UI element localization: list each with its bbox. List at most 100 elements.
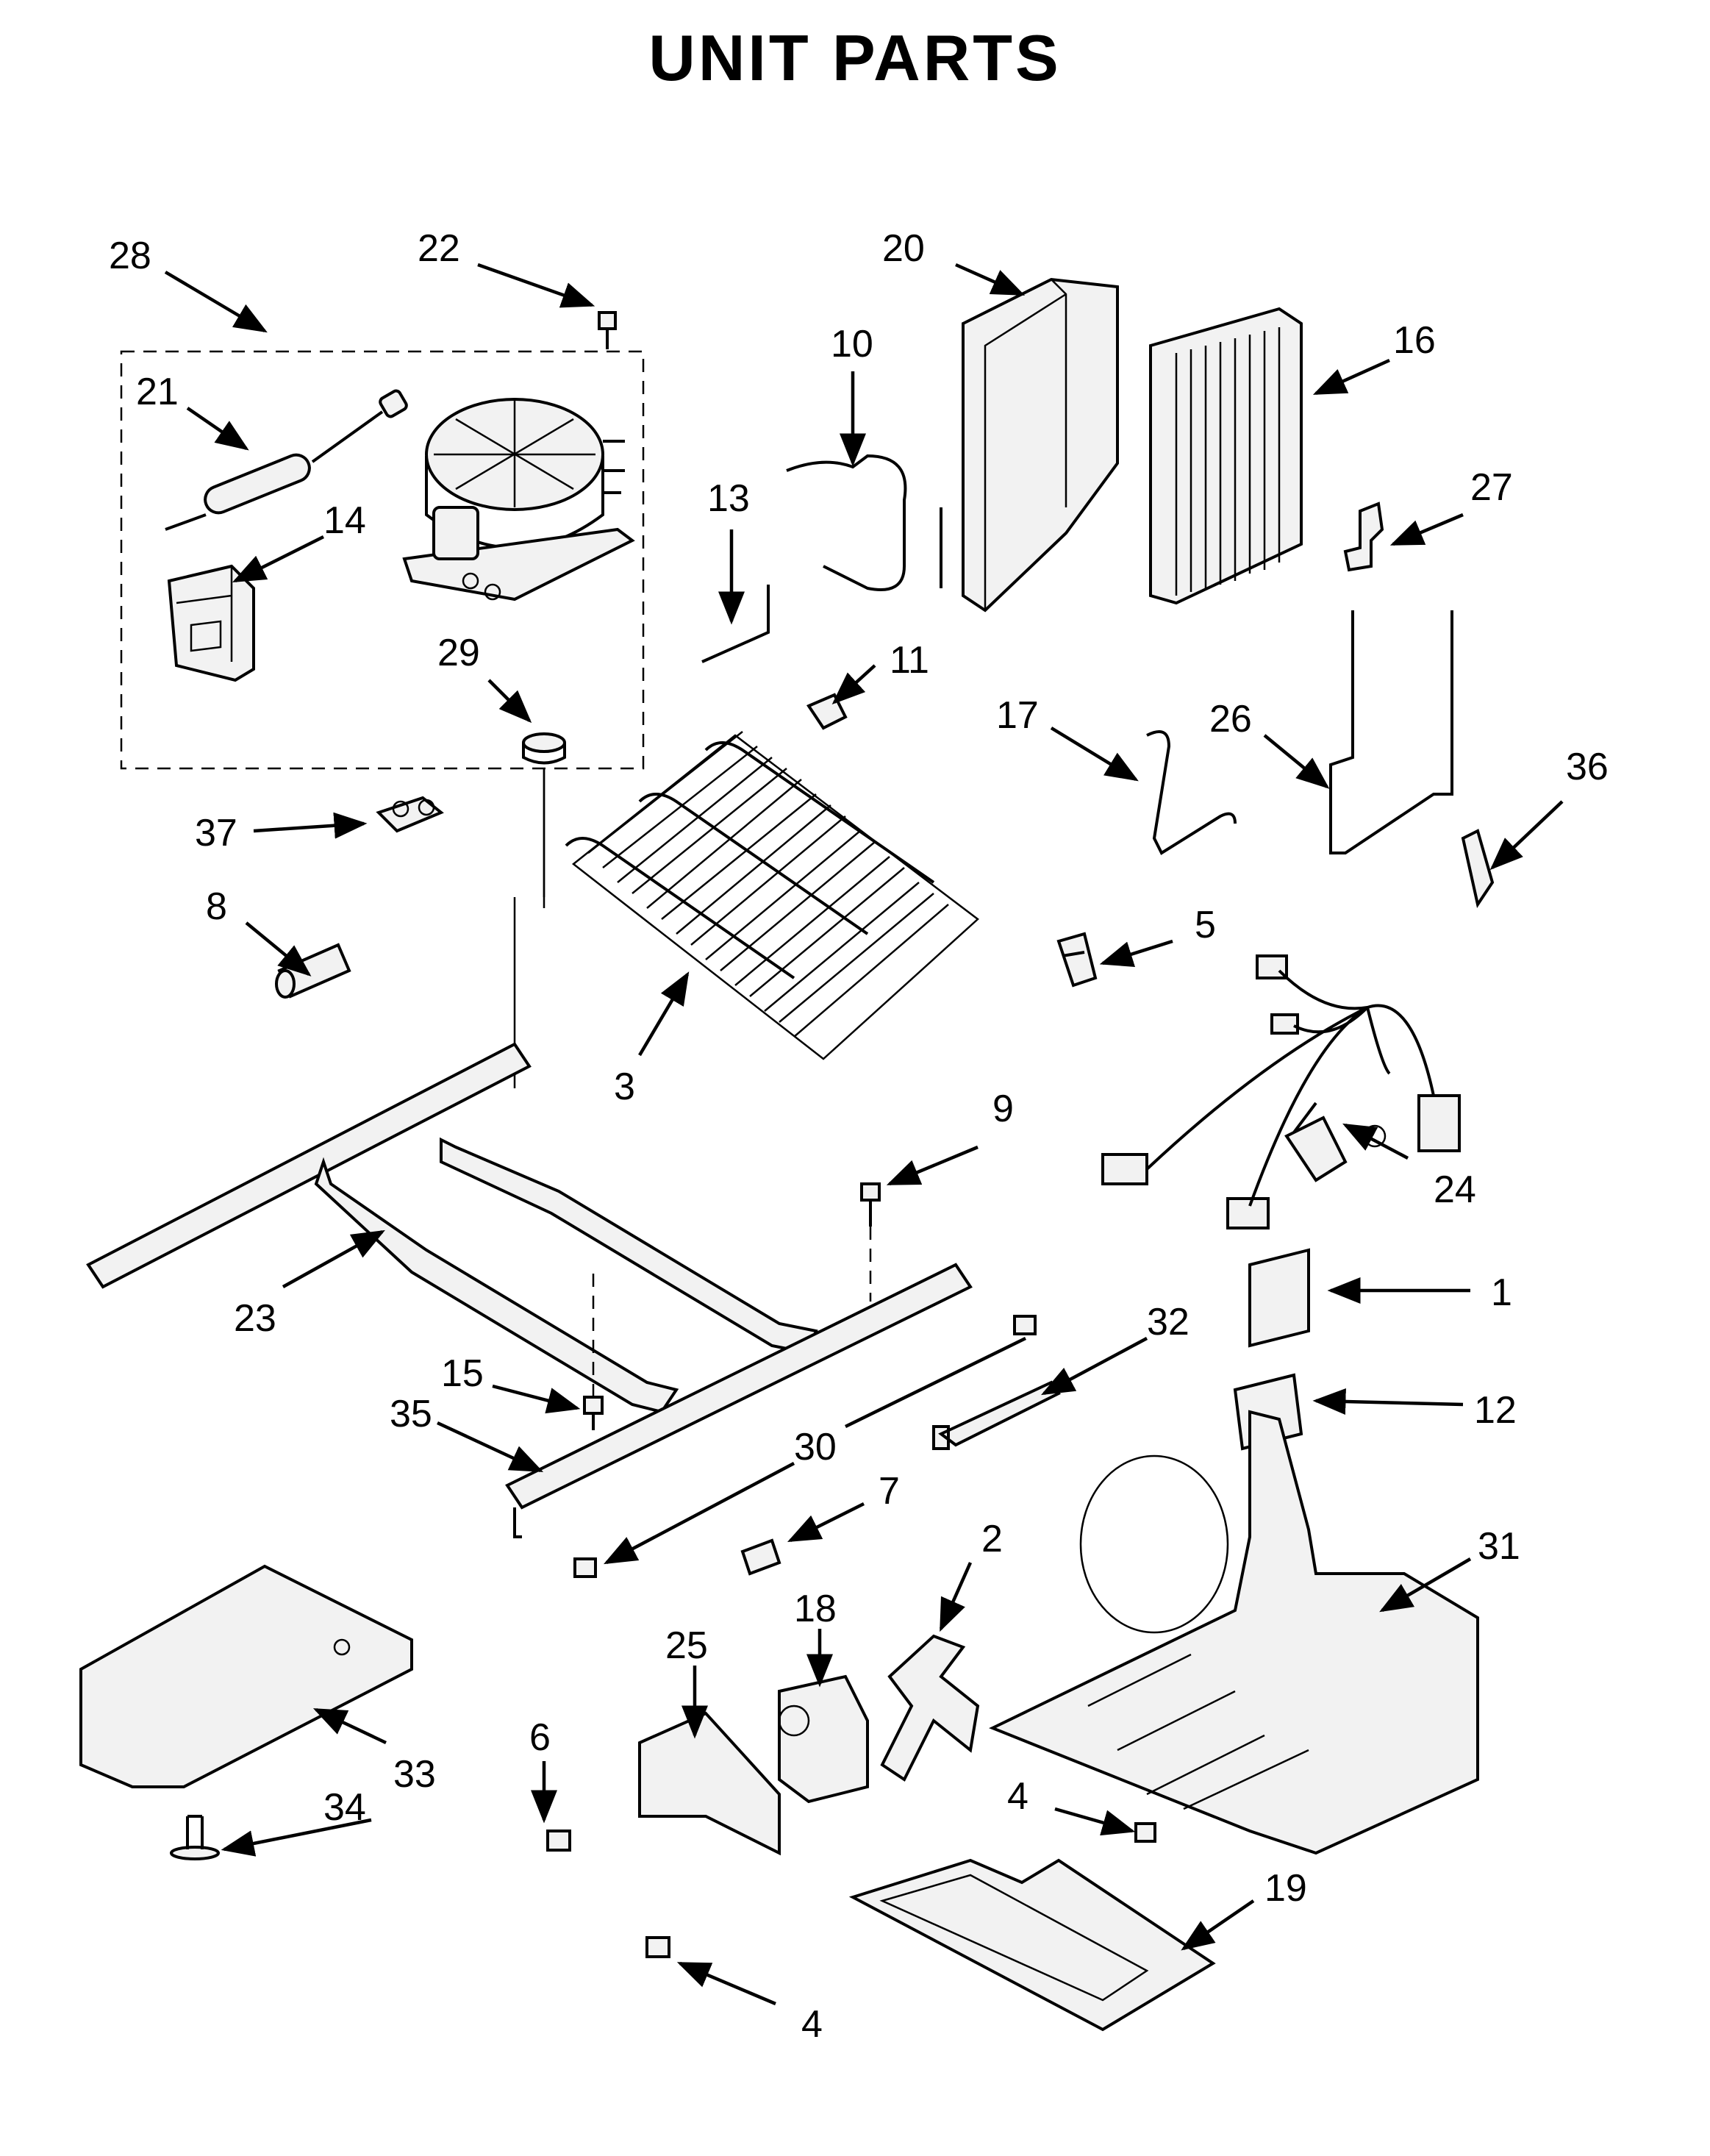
screw-30b [573, 1557, 597, 1578]
leader-8 [245, 921, 312, 977]
fan-blade [880, 1634, 980, 1782]
callout-26: 26 [1209, 698, 1252, 740]
leveling-foot [170, 1815, 220, 1860]
callout-13: 13 [707, 477, 750, 520]
leader-2 [939, 1562, 973, 1632]
leader-37 [253, 812, 368, 839]
leader-24 [1342, 1123, 1409, 1160]
clip-27 [1343, 501, 1384, 572]
callout-1: 1 [1491, 1271, 1512, 1314]
wire-harness [1101, 954, 1461, 1229]
leader-23 [282, 1229, 385, 1288]
leader-28 [164, 271, 268, 333]
leader-31 [1379, 1557, 1472, 1613]
leader-20 [955, 263, 1026, 296]
leader-9 [886, 1145, 979, 1186]
callout-4b: 4 [1007, 1775, 1028, 1818]
callout-11: 11 [890, 639, 929, 682]
tube-26 [1329, 610, 1453, 854]
leader-21 [186, 407, 249, 451]
condenser [1149, 307, 1303, 605]
callout-8: 8 [206, 885, 227, 928]
screw-4b [1134, 1822, 1156, 1843]
callout-19: 19 [1264, 1867, 1307, 1910]
leader-5 [1099, 939, 1173, 967]
callout-30: 30 [794, 1426, 837, 1468]
screw-6 [546, 1830, 571, 1852]
leader-12 [1312, 1388, 1464, 1416]
screw-15 [583, 1272, 604, 1430]
page-title: UNIT PARTS [648, 21, 1062, 94]
leader-27 [1389, 513, 1464, 546]
callout-24: 24 [1434, 1168, 1476, 1211]
callout-32: 32 [1147, 1301, 1190, 1343]
callout-3: 3 [614, 1065, 635, 1108]
leader-14 [232, 535, 325, 583]
callout-2: 2 [981, 1518, 1003, 1560]
leader-36 [1489, 800, 1564, 871]
leader-16 [1312, 358, 1390, 396]
leader-3 [638, 971, 690, 1057]
callout-37: 37 [195, 812, 237, 854]
leader-4b [1054, 1807, 1136, 1836]
machine-compartment-base [989, 1410, 1479, 1855]
leader-19 [1181, 1899, 1255, 1951]
clip-11 [806, 693, 848, 730]
condenser-duct [962, 277, 1119, 613]
callout-5: 5 [1195, 904, 1216, 946]
callout-20: 20 [882, 227, 925, 270]
callout-36: 36 [1566, 746, 1609, 788]
drain-pan [848, 1858, 1216, 2032]
callout-22: 22 [418, 227, 460, 270]
filter-drier [165, 389, 408, 531]
callout-14: 14 [323, 499, 366, 542]
leader-15 [492, 1384, 581, 1414]
tube-13 [701, 585, 770, 663]
callout-21: 21 [136, 371, 179, 413]
screw-30a [1013, 1315, 1037, 1335]
leader-34 [221, 1818, 372, 1857]
callout-35: 35 [390, 1393, 432, 1435]
leader-11 [831, 664, 876, 705]
leader-17 [1050, 727, 1139, 782]
callout-28: 28 [109, 235, 151, 277]
callout-18: 18 [794, 1588, 837, 1630]
callout-25: 25 [665, 1624, 708, 1667]
callout-4a: 4 [801, 2003, 823, 2046]
plug-7 [740, 1538, 781, 1576]
leader-29 [487, 679, 532, 724]
screw-4a [645, 1936, 670, 1958]
screw-9 [860, 1182, 881, 1302]
overload-relay [167, 564, 255, 682]
leader-32 [1041, 1337, 1148, 1396]
callout-33: 33 [393, 1753, 436, 1796]
callout-29: 29 [437, 632, 480, 674]
callout-17: 17 [996, 694, 1039, 737]
leader-22 [477, 263, 595, 308]
clip [376, 796, 444, 833]
callout-6: 6 [529, 1716, 551, 1759]
callout-27: 27 [1470, 466, 1513, 509]
cross-rail [505, 1263, 973, 1538]
label-1 [1248, 1248, 1310, 1348]
fan-bracket [638, 1711, 781, 1856]
bracket-5 [1056, 932, 1098, 988]
callout-16: 16 [1393, 319, 1436, 362]
condenser-coil [565, 731, 979, 1060]
insulation-tube [275, 943, 351, 999]
screw-22 [598, 311, 617, 349]
callout-7: 7 [879, 1470, 900, 1513]
wire-17 [1146, 730, 1237, 855]
callout-31: 31 [1478, 1525, 1520, 1568]
leader-30 [607, 1336, 1026, 1563]
cable-tie [932, 1380, 1061, 1450]
leader-4a [676, 1961, 776, 2006]
compressor-assembly-outline [120, 350, 645, 770]
clip-36 [1461, 829, 1495, 909]
compressor [402, 398, 635, 602]
callout-23: 23 [234, 1297, 276, 1340]
callout-15: 15 [441, 1352, 484, 1395]
callout-9: 9 [992, 1088, 1014, 1130]
leader-33 [312, 1707, 387, 1745]
